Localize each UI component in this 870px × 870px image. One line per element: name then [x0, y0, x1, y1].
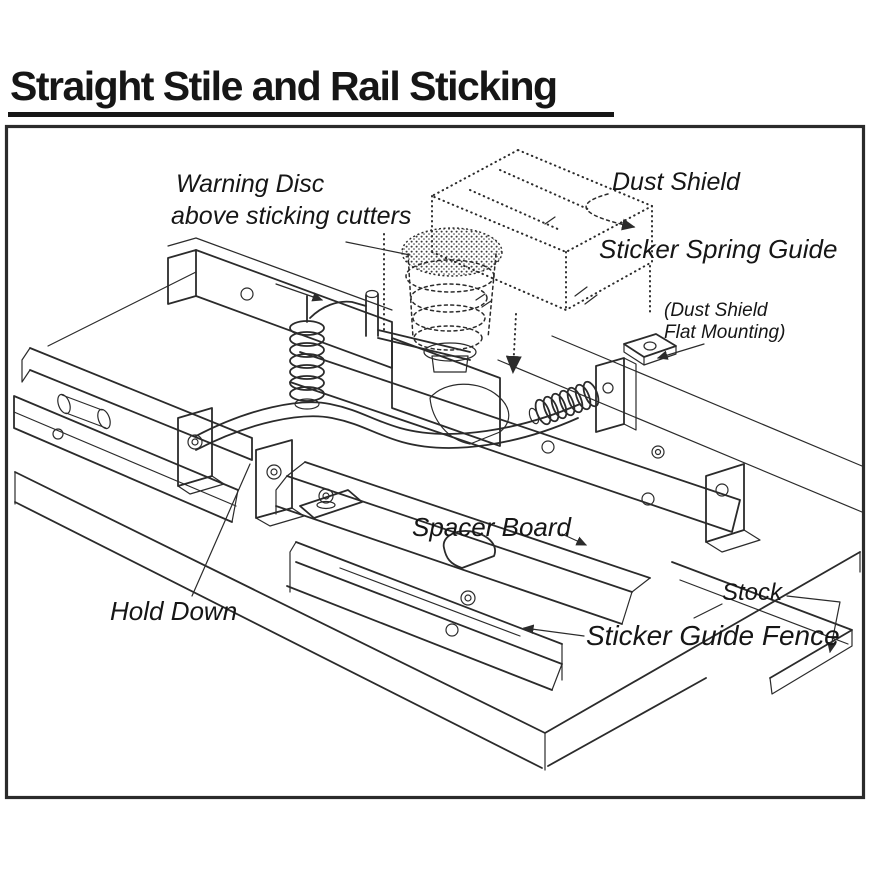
sticker-guide-fence-board: [286, 541, 563, 691]
flat-mounting-leader: [656, 343, 705, 360]
coil-spring-horizontal: [528, 380, 600, 426]
spring-guide-bracket: [595, 357, 637, 433]
label-warning-disc-line2: above sticking cutters: [171, 202, 411, 230]
hold-down-rod: [309, 289, 471, 361]
label-stock: Stock: [722, 579, 784, 606]
roller-pin: [52, 393, 111, 440]
spindle-base: [391, 337, 510, 447]
sticker-guide-fence-leader: [522, 624, 585, 637]
dust-shield-leader: [585, 193, 636, 231]
hold-down-brackets: [177, 407, 305, 527]
label-flat-mounting-line1: (Dust Shield: [664, 300, 769, 321]
figure-frame: [4, 124, 866, 800]
spacer-board: [275, 461, 651, 625]
leader-lines: [191, 193, 841, 654]
feed-direction-arrow: [275, 283, 324, 302]
hold-down-leader: [191, 463, 251, 597]
fence-bar: [289, 351, 761, 553]
hold-down-arm: [195, 401, 581, 451]
label-hold-down: Hold Down: [110, 596, 237, 626]
label-flat-mounting-line2: Flat Mounting): [664, 322, 785, 343]
labels: Warning Disc above sticking cutters Dust…: [110, 168, 840, 651]
stock-board: [671, 561, 853, 695]
stock-leader-right: [786, 595, 841, 654]
machine-table: [14, 271, 863, 771]
flat-mounting-pad: [623, 333, 677, 366]
cutter-head: [401, 227, 503, 373]
warning-disc-leader: [345, 241, 411, 256]
warning-disc: [401, 227, 503, 277]
shield-drop-arrow: [505, 313, 522, 374]
dust-shield-outline: [383, 149, 653, 374]
title-underline: [8, 112, 614, 117]
vertical-spring: [289, 295, 325, 410]
page-title: Straight Stile and Rail Sticking: [10, 63, 558, 109]
label-sticker-guide-fence: Sticker Guide Fence: [586, 620, 840, 651]
label-sticker-spring-guide: Sticker Spring Guide: [599, 234, 837, 264]
spacer-board-leader: [561, 533, 588, 546]
label-warning-disc-line1: Warning Disc: [176, 170, 325, 198]
left-fence-boards: [13, 347, 253, 523]
stock-leader-left: [693, 603, 723, 619]
label-spacer-board: Spacer Board: [412, 512, 573, 542]
label-dust-shield: Dust Shield: [612, 168, 741, 196]
